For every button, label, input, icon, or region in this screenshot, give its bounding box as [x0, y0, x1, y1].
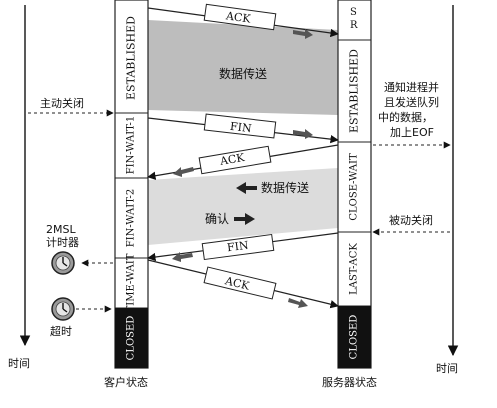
passive-close-label: 被动关闭	[389, 214, 433, 227]
server-time-label: 时间	[436, 362, 458, 375]
data-transfer-region-1	[148, 20, 338, 115]
notify-line-3: 中的数据，	[378, 111, 433, 124]
ack2-box	[203, 266, 277, 300]
server-top-letter-s: S	[350, 7, 357, 18]
server-state-caption: 服务器状态	[322, 376, 377, 389]
fin2-block-arrow	[172, 252, 193, 262]
timeout-clock-icon	[51, 297, 75, 321]
client-state-time-wait: TIME-WAIT	[125, 253, 137, 313]
data-transfer-label-1: 数据传送	[219, 67, 268, 81]
confirm-label: 确认	[205, 212, 230, 226]
notify-line-4: 加上EOF	[390, 126, 434, 139]
client-time-label: 时间	[8, 357, 30, 370]
ack1-block-arrow	[173, 167, 194, 177]
ack1-box	[198, 145, 272, 175]
ack-top-box	[203, 3, 277, 31]
server-state-established: ESTABLISHED	[347, 49, 361, 133]
client-state-caption: 客户状态	[104, 376, 148, 389]
active-close-label: 主动关闭	[40, 97, 84, 110]
server-state-closed: CLOSED	[348, 314, 360, 360]
data-transfer-label-2: 数据传送	[261, 181, 310, 195]
ack-top-block-arrow	[293, 29, 313, 39]
data-transfer-left-arrow	[236, 182, 257, 194]
timer-label: 2MSL 计时器	[46, 223, 79, 249]
notify-line-1: 通知进程并	[384, 81, 439, 94]
data-transfer-region-2	[148, 168, 338, 245]
server-top-letter-r: R	[350, 20, 358, 31]
fin1-box	[203, 113, 277, 139]
client-state-fin-wait-1: FIN-WAIT-1	[125, 115, 137, 175]
notify-line-2: 且发送队列	[384, 96, 439, 109]
client-column	[114, 0, 149, 369]
timer-clock-icon	[51, 251, 75, 275]
server-state-last-ack: LAST-ACK	[348, 243, 360, 295]
fin2-label: FIN	[226, 238, 250, 255]
fin2-box	[201, 233, 275, 261]
ack2-block-arrow	[288, 298, 308, 308]
server-closed-block	[338, 306, 371, 368]
server-state-close-wait: CLOSE-WAIT	[348, 153, 360, 221]
timeout-label: 超时	[50, 325, 72, 338]
client-state-established: ESTABLISHED	[124, 16, 138, 100]
confirm-right-arrow	[234, 213, 255, 225]
fin1-block-arrow	[293, 129, 313, 139]
client-state-closed: CLOSED	[125, 315, 137, 361]
client-state-fin-wait-2: FIN-WAIT-2	[125, 188, 137, 248]
client-closed-block	[115, 308, 148, 368]
fin1-label: FIN	[229, 119, 253, 136]
